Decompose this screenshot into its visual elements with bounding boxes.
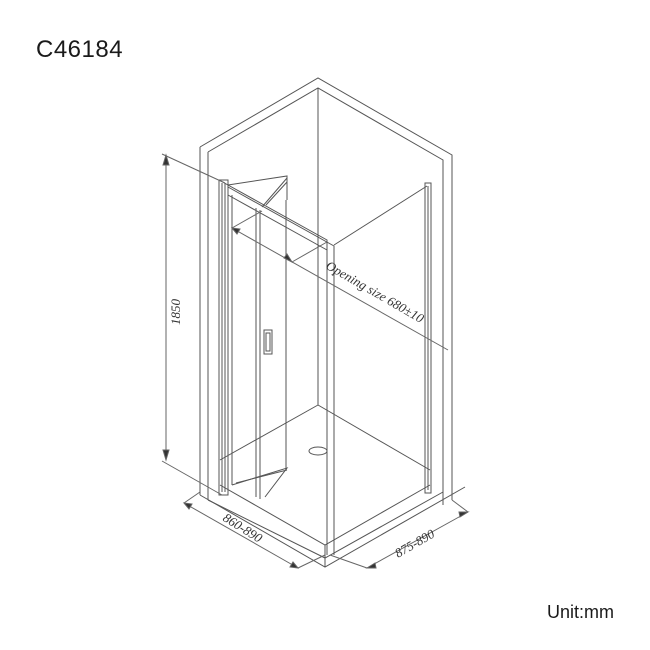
- opening-dimension-label: Opening size 680±10: [324, 258, 428, 326]
- shower-tray: [199, 404, 466, 568]
- opening-dimension: [230, 210, 449, 351]
- front-width-dimension: [182, 491, 326, 569]
- side-width-dimension: [329, 499, 470, 569]
- unit-label: Unit:mm: [547, 602, 614, 622]
- wall-outline: [199, 77, 453, 505]
- height-dimension-label: 1850: [168, 299, 183, 326]
- side-panel: [333, 182, 432, 494]
- height-dimension: [161, 153, 226, 496]
- bifold-door: [218, 175, 335, 555]
- side-width-label: 875-890: [392, 526, 437, 561]
- product-code: C46184: [36, 36, 124, 63]
